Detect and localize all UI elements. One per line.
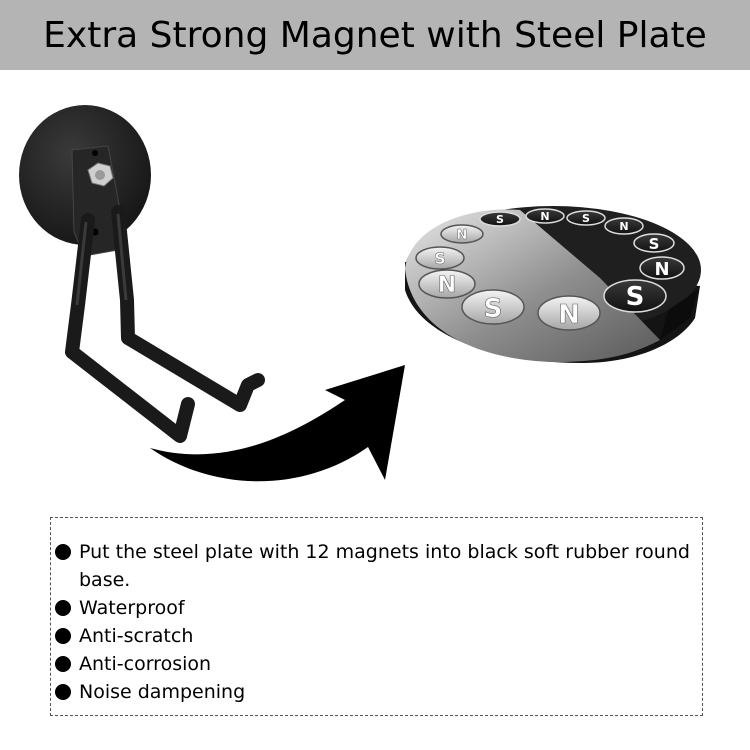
feature-list-box: Put the steel plate with 12 magnets into…	[50, 517, 703, 716]
feature-text: Put the steel plate with 12 magnets into…	[79, 541, 690, 591]
magnet-label: N	[457, 228, 468, 243]
magnet-label: N	[619, 220, 628, 233]
magnet: N	[440, 224, 484, 244]
feature-item: Put the steel plate with 12 magnets into…	[55, 538, 692, 594]
steel-plate	[405, 209, 660, 362]
magnet-label: S	[626, 282, 645, 312]
magnet-label: N	[558, 300, 580, 330]
magnet: S	[479, 211, 521, 227]
magnet-label: S	[649, 235, 660, 253]
feature-text: Noise dampening	[79, 681, 246, 703]
bullet-icon	[55, 600, 71, 616]
magnet: S	[566, 210, 606, 226]
magnet-label: S	[496, 213, 504, 226]
magnet-array: S N S N S N S N	[415, 208, 685, 331]
magnet: N	[418, 269, 476, 299]
bolt-head	[95, 170, 105, 180]
magnet: N	[537, 295, 601, 331]
magnet: N	[604, 217, 644, 235]
page-title: Extra Strong Magnet with Steel Plate	[43, 14, 707, 56]
magnet: S	[415, 246, 465, 270]
feature-item: Anti-scratch	[55, 622, 692, 650]
feature-item: Anti-corrosion	[55, 650, 692, 678]
feature-text: Anti-scratch	[79, 625, 194, 647]
bullet-icon	[55, 544, 71, 560]
curved-arrow	[150, 365, 405, 482]
magnet-label: N	[438, 273, 456, 298]
bullet-icon	[55, 684, 71, 700]
title-banner: Extra Strong Magnet with Steel Plate	[0, 0, 750, 70]
magnet: N	[639, 256, 685, 280]
product-illustration: S N S N S N S N	[19, 105, 701, 482]
bullet-icon	[55, 656, 71, 672]
mount-hole	[92, 150, 98, 156]
magnet-label: N	[654, 259, 669, 280]
feature-item: Noise dampening	[55, 678, 692, 706]
magnet-label: N	[540, 210, 549, 223]
magnet: S	[461, 289, 525, 325]
feature-text: Anti-corrosion	[79, 653, 212, 675]
magnet-label: S	[434, 249, 446, 268]
magnet: S	[603, 279, 667, 313]
magnet: N	[525, 208, 565, 224]
magnet-label: S	[484, 294, 503, 324]
magnet-label: S	[582, 212, 590, 225]
magnetic-hook	[19, 105, 265, 443]
feature-list: Put the steel plate with 12 magnets into…	[55, 538, 692, 706]
magnet: S	[633, 233, 675, 253]
hook-arm-back	[111, 205, 265, 412]
bullet-icon	[55, 628, 71, 644]
feature-text: Waterproof	[79, 597, 185, 619]
feature-item: Waterproof	[55, 594, 692, 622]
